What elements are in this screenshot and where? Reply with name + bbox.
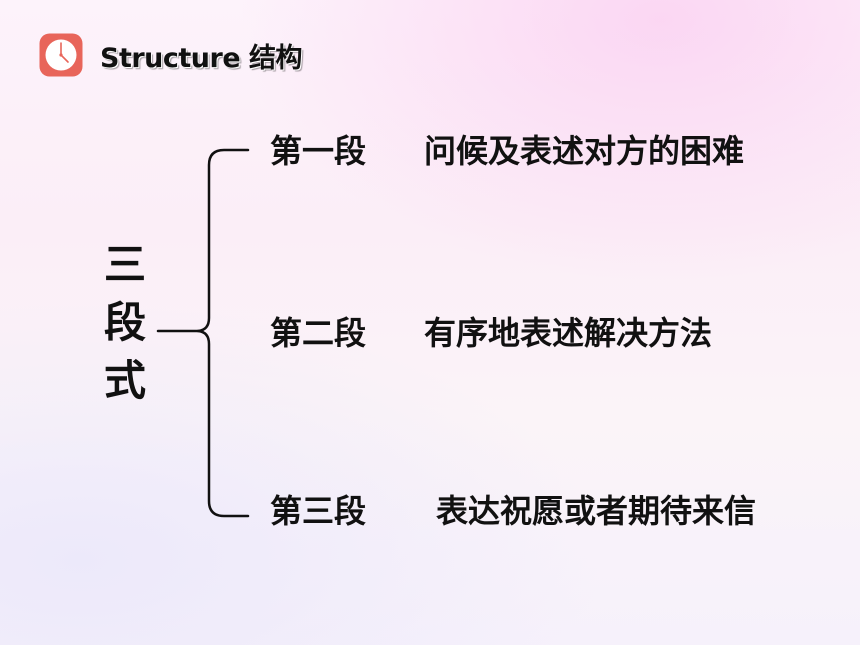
page-title: Structure 结构 [100,42,303,74]
section-description: 问候及表述对方的困难 [424,132,745,170]
section-description: 有序地表述解决方法 [424,314,713,352]
slide-header: Structure 结构 [38,32,303,78]
clock-icon [39,33,83,77]
section-description: 表达祝愿或者期待来信 [436,492,757,530]
section-row-2: 第二段 有序地表述解决方法 [270,308,712,354]
section-row-1: 第一段 问候及表述对方的困难 [270,126,744,172]
vertical-title: 三 段 式 [98,236,152,410]
section-label: 第三段 [270,492,367,530]
vertical-title-char: 式 [103,356,146,405]
section-label: 第一段 [270,132,367,170]
vertical-title-char: 三 [103,240,146,289]
vertical-title-char: 段 [103,298,146,347]
section-label: 第二段 [270,314,367,352]
section-row-3: 第三段 表达祝愿或者期待来信 [270,486,756,532]
